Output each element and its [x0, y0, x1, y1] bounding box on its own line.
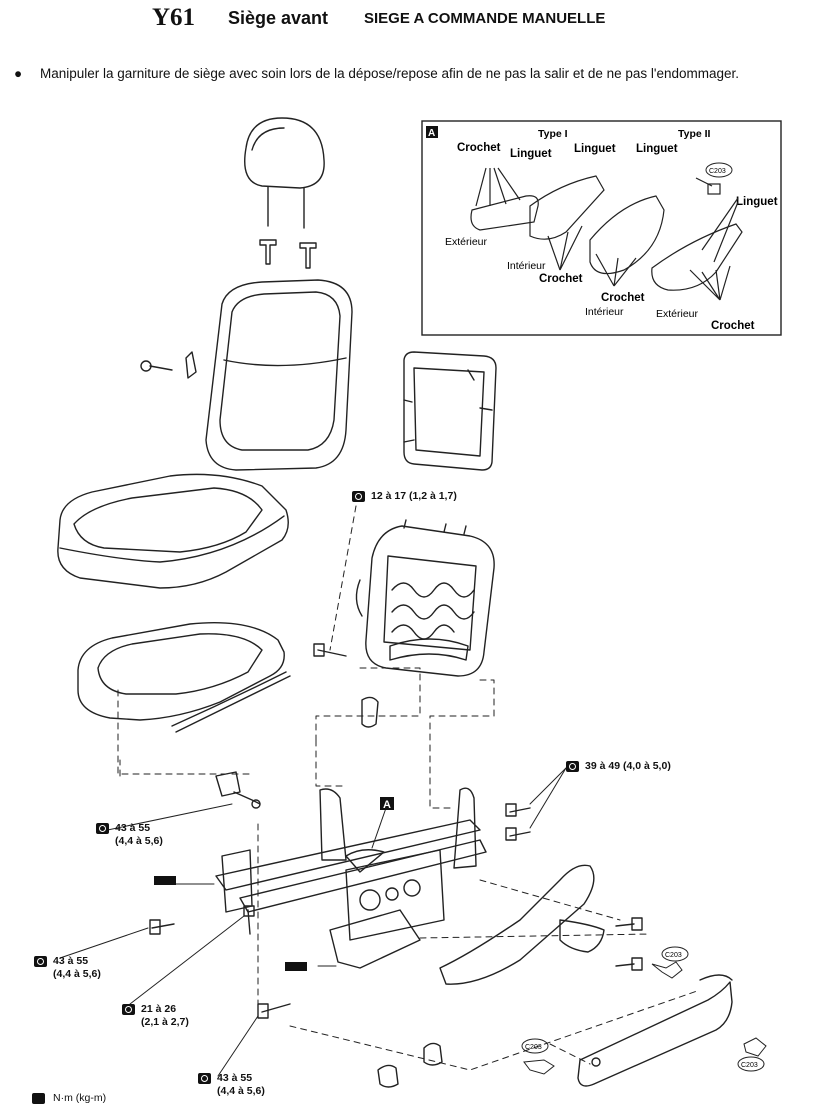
seatback-cover [140, 279, 353, 471]
bullet-icon: ● [14, 66, 23, 81]
detail-badge: A [428, 128, 435, 139]
torque-spec-4: 43 à 55 (4,4 à 5,6) [34, 955, 101, 981]
clip-code: C203 [709, 168, 726, 175]
clip-markers: C203 C203 C203 [521, 946, 767, 1075]
headrest [244, 117, 325, 269]
cushion-cover [57, 473, 289, 589]
crochet-label: Crochet [601, 292, 645, 304]
linguet-label: Linguet [736, 196, 778, 208]
torque-spec-3: 43 à 55 (4,4 à 5,6) [96, 822, 163, 848]
linguet-label: Linguet [636, 143, 678, 155]
crochet-label: Crochet [457, 142, 501, 154]
connector-symbols [154, 876, 307, 971]
torque-wrench-icon [352, 490, 365, 502]
side-finisher-outer [577, 974, 733, 1087]
callout-arrows [59, 767, 567, 1077]
leader-lines [117, 505, 701, 1071]
svg-text:C203: C203 [741, 1062, 758, 1069]
cushion-pad [77, 622, 291, 733]
seat-belt-buckle [215, 771, 261, 809]
torque-legend: N·m (kg-m) [32, 1092, 106, 1104]
torque-spec-2: 39 à 49 (4,0 à 5,0) [566, 760, 671, 773]
side-finisher-inner [439, 864, 605, 985]
note-text: Manipuler la garniture de siège avec soi… [40, 66, 740, 81]
detail-box-a: A Type I Type II Crochet Linguet Linguet… [421, 120, 782, 336]
page-code: Y61 [152, 4, 196, 31]
linguet-label: Linguet [574, 143, 616, 155]
lower-fasteners [149, 803, 643, 1088]
torque-wrench-icon [34, 955, 47, 967]
torque-spec-1: 12 à 17 (1,2 à 1,7) [352, 490, 457, 503]
torque-wrench-icon [566, 760, 579, 772]
torque-wrench-icon [122, 1003, 135, 1015]
torque-spec-5: 21 à 26 (2,1 à 2,7) [122, 1003, 189, 1029]
callout-a: A [380, 797, 394, 811]
page-title: Siège avant [228, 8, 329, 28]
torque-wrench-icon [96, 822, 109, 834]
recliner-bolt [313, 643, 379, 728]
torque-wrench-icon [198, 1072, 211, 1084]
interieur-label: Intérieur [507, 260, 546, 272]
svg-text:C203: C203 [525, 1044, 542, 1051]
interieur-label: Intérieur [585, 306, 624, 318]
crochet-label: Crochet [539, 273, 583, 285]
exterieur-label: Extérieur [656, 308, 699, 320]
torque-spec-6: 43 à 55 (4,4 à 5,6) [198, 1072, 265, 1098]
linguet-label: Linguet [510, 148, 552, 160]
exterieur-label: Extérieur [445, 236, 488, 248]
crochet-label: Crochet [711, 320, 755, 332]
type2-label: Type II [678, 128, 711, 140]
handling-note: ● Manipuler la garniture de siège avec so… [14, 66, 739, 81]
seatback-frame [355, 519, 495, 677]
seatback-board [403, 351, 497, 471]
seat-frame [215, 787, 487, 969]
torque-wrench-icon [32, 1092, 45, 1104]
type1-label: Type I [538, 128, 568, 140]
svg-text:A: A [383, 799, 391, 811]
svg-text:C203: C203 [665, 952, 682, 959]
page-subtitle: SIEGE A COMMANDE MANUELLE [364, 10, 606, 27]
